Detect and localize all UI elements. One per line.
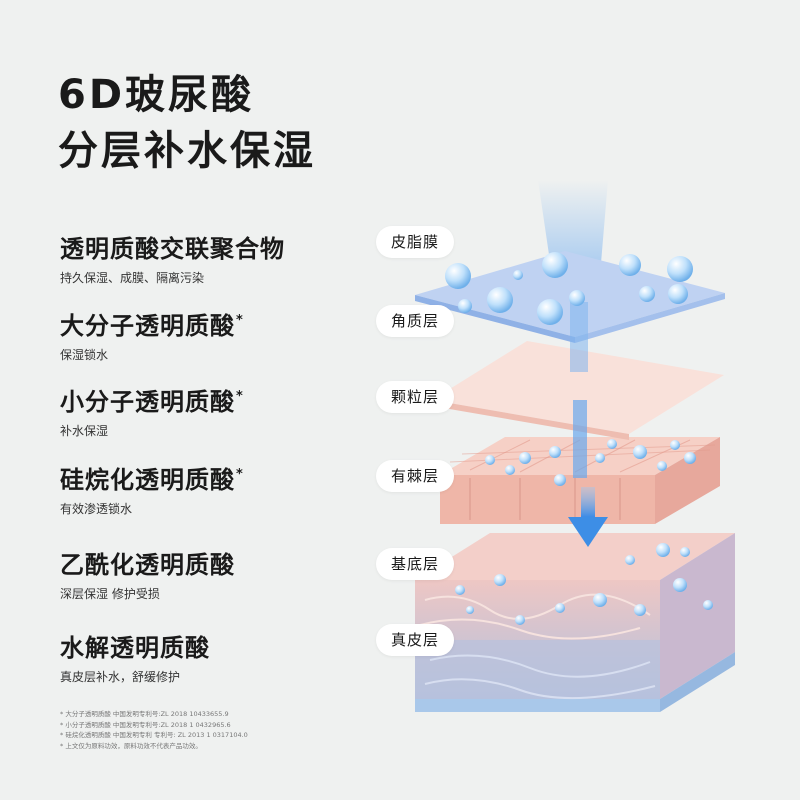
ingredient-name: 硅烷化透明质酸* xyxy=(60,466,244,494)
footnote: * 小分子透明质酸 中国发明专利号:ZL 2018 1 0432965.6 xyxy=(60,720,231,729)
layer-tag-spinous: 有棘层 xyxy=(376,460,454,492)
water-droplets xyxy=(445,252,713,625)
layer-tag-dermis: 真皮层 xyxy=(376,624,454,656)
ingredient-item-3: 小分子透明质酸* 补水保湿 xyxy=(60,382,244,439)
ingredient-item-6: 水解透明质酸 真皮层补水，舒缓修护 xyxy=(60,628,211,685)
ingredient-name: 大分子透明质酸* xyxy=(60,312,244,340)
ingredient-name: 乙酰化透明质酸 xyxy=(60,551,235,579)
arrow-shaft-1 xyxy=(570,302,588,372)
footnote: * 大分子透明质酸 中国发明专利号:ZL 2018 10433655.9 xyxy=(60,710,229,718)
ingredient-desc: 有效渗透锁水 xyxy=(60,502,133,516)
ingredient-desc: 深层保湿 修护受损 xyxy=(60,587,160,601)
arrow-shaft-2 xyxy=(573,400,587,478)
ingredient-desc: 持久保湿、成膜、隔离污染 xyxy=(60,271,205,285)
ingredient-desc: 保湿锁水 xyxy=(60,348,109,362)
footnote: * 上文仅为原料功效，原料功效不代表产品功效。 xyxy=(60,741,202,750)
ingredient-item-1: 透明质酸交联聚合物 持久保湿、成膜、隔离污染 xyxy=(60,229,286,286)
title-line-1: 6D玻尿酸 xyxy=(58,72,255,118)
layer-tag-granular: 颗粒层 xyxy=(376,381,454,413)
ingredient-item-4: 硅烷化透明质酸* 有效渗透锁水 xyxy=(60,460,244,517)
ingredient-name: 小分子透明质酸* xyxy=(60,388,244,416)
layer-tag-sebum: 皮脂膜 xyxy=(376,226,454,258)
ingredient-desc: 补水保湿 xyxy=(60,424,109,438)
layer-tag-corneum: 角质层 xyxy=(376,305,454,337)
ingredient-item-2: 大分子透明质酸* 保湿锁水 xyxy=(60,306,244,363)
ingredient-item-5: 乙酰化透明质酸 深层保湿 修护受损 xyxy=(60,545,236,602)
water-beam xyxy=(538,180,608,275)
basal-dermis-block xyxy=(415,533,735,712)
footnotes: * 大分子透明质酸 中国发明专利号:ZL 2018 10433655.9 * 小… xyxy=(60,709,248,751)
ingredient-name: 透明质酸交联聚合物 xyxy=(60,235,285,263)
down-arrow xyxy=(568,487,608,547)
footnote: * 硅烷化透明质酸 中国发明专利 专利号: ZL 2013 1 0317104.… xyxy=(60,731,248,739)
corneum-layer xyxy=(415,251,725,343)
title-line-2: 分层补水保湿 xyxy=(58,128,316,174)
ingredient-name: 水解透明质酸 xyxy=(60,634,210,662)
ingredient-desc: 真皮层补水，舒缓修护 xyxy=(60,670,181,684)
layer-tag-basal: 基底层 xyxy=(376,548,454,580)
